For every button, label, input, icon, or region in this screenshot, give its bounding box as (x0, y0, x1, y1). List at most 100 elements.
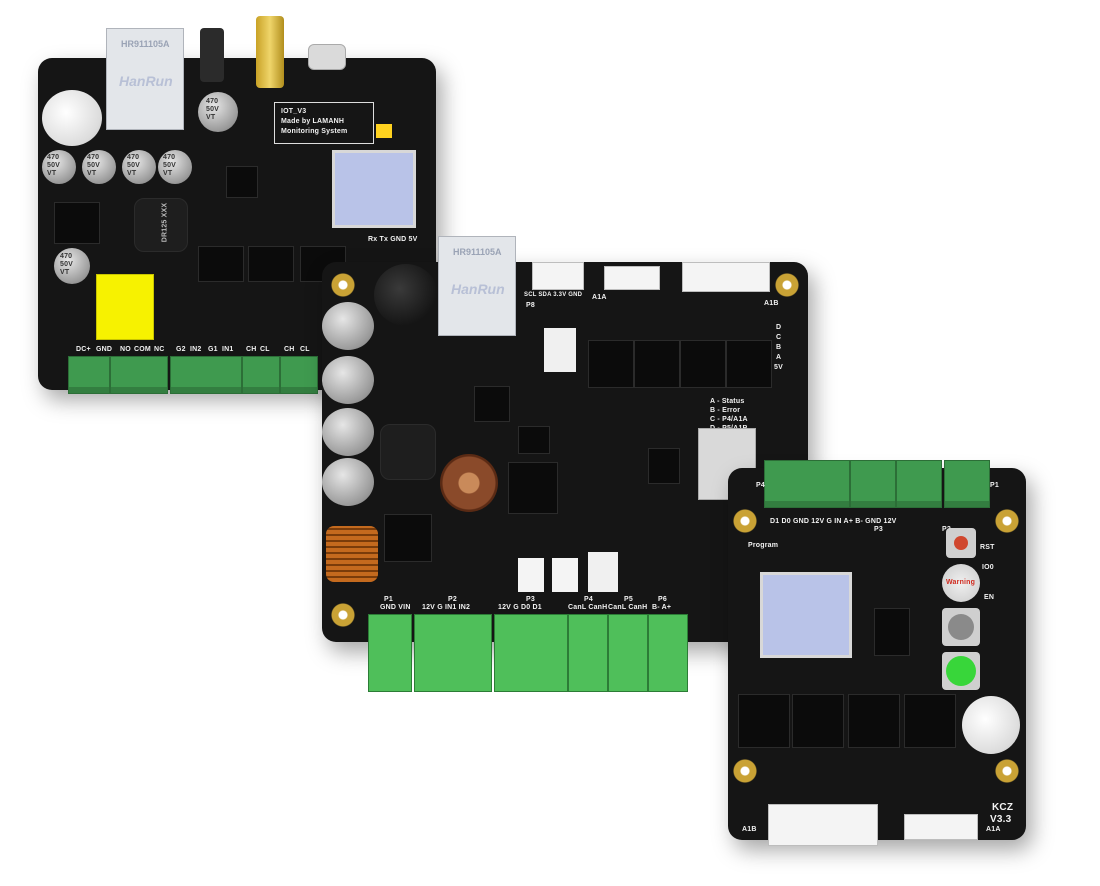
mounting-hole-br (994, 758, 1020, 784)
power-inductor (380, 424, 436, 480)
terminal-label-ch-2: CH (284, 346, 295, 353)
ethernet-model-label: HR911105A (453, 247, 502, 257)
terminal-label-no: NO (120, 346, 131, 353)
header-p8-label: P8 (526, 302, 535, 309)
label-rst: RST (980, 544, 995, 551)
label-io0: IO0 (982, 564, 994, 571)
ethernet-brand-label: HanRun (451, 281, 505, 297)
module-relay (588, 552, 618, 592)
group-p5-id: P5 (624, 596, 633, 603)
connector-a1b (682, 262, 770, 292)
pcb-board-main: HR911105A HanRun SCL SDA 3.3V GND P8 A1A… (322, 236, 808, 692)
title-line-2: Made by LAMANH (281, 118, 345, 125)
driver-chip-1 (198, 246, 244, 282)
ethernet-jack: HR911105A HanRun (106, 28, 184, 130)
header-p8-pins: SCL SDA 3.3V GND (524, 292, 583, 298)
warning-buzzer: Warning (942, 564, 980, 602)
capacitor-1-value: 470 50V VT (47, 154, 61, 177)
capacitor-3-value: 470 50V VT (127, 154, 141, 177)
terminal-p1 (368, 614, 412, 692)
opto-chip-1 (588, 340, 634, 388)
led-label-d: D (776, 324, 782, 331)
capacitor-left-2 (322, 356, 374, 404)
driver-chip (874, 608, 910, 656)
opto-chip-3 (680, 340, 726, 388)
group-p3-pins: 12V G D0 D1 (498, 604, 542, 611)
terminal-label-dc-plus: DC+ (76, 346, 91, 353)
group-p4-pins: CanL CanH (568, 604, 608, 611)
label-p4: P4 (756, 482, 765, 489)
capacitor-3: 470 50V VT (122, 150, 156, 184)
terminal-block-inputs (170, 356, 242, 394)
buzzer-label: Warning (946, 579, 976, 586)
mounting-hole-tl (732, 508, 758, 534)
terminal-label-in2: IN2 (190, 346, 202, 353)
mounting-hole-tr (774, 272, 800, 298)
label-en: EN (984, 594, 995, 601)
chip-mid-1 (518, 426, 550, 454)
group-p1-pins: GND VIN (380, 604, 411, 611)
capacitor-small-2: 470 50V VT (54, 248, 90, 284)
led-label-5v: 5V (774, 364, 783, 371)
pin-row-labels: D1 D0 GND 12V G IN A+ B- GND 12V (770, 518, 897, 525)
mosfet-4 (904, 694, 956, 748)
uart-labels: Rx Tx GND 5V (368, 236, 418, 243)
mounting-hole-tr (994, 508, 1020, 534)
mounting-hole-tl (330, 272, 356, 298)
terminal-label-gnd: GND (96, 346, 113, 353)
capacitor-small: 470 50V VT (198, 92, 238, 132)
terminal-label-nc: NC (154, 346, 165, 353)
chip-mid-2 (508, 462, 558, 514)
connector-a1a (604, 266, 660, 290)
terminal-label-ch-1: CH (246, 346, 257, 353)
terminal-block-can-1 (242, 356, 280, 394)
terminal-p5 (608, 614, 648, 692)
pcb-board-kcz: P4 P1 D1 D0 GND 12V G IN A+ B- GND 12V P… (728, 460, 1026, 846)
terminal-block-can-2 (280, 356, 318, 394)
status-legend-b: B - Error (710, 407, 741, 414)
model-line-1: KCZ (992, 802, 1014, 813)
push-button (200, 28, 224, 82)
chip-mid-3 (648, 448, 680, 484)
relay (96, 274, 154, 340)
buzzer-white (962, 696, 1020, 754)
terminal-label-g1: G1 (208, 346, 218, 353)
capacitor-4-value: 470 50V VT (163, 154, 177, 177)
mosfet-3 (848, 694, 900, 748)
terminal-label-com: COM (134, 346, 151, 353)
terminal-p3 (850, 460, 896, 508)
group-p3-id: P3 (526, 596, 535, 603)
connector-a1b (768, 804, 878, 846)
module-small (544, 328, 576, 372)
opto-chip-4 (726, 340, 772, 388)
capacitor-1: 470 50V VT (42, 150, 76, 184)
capacitor-2-value: 470 50V VT (87, 154, 101, 177)
mounting-hole-bl (732, 758, 758, 784)
coin-cell-holder (440, 454, 498, 512)
led-label-b: B (776, 344, 782, 351)
buzzer (42, 90, 102, 146)
coil-inductor (326, 526, 378, 582)
ethernet-jack: HR911105A HanRun (438, 236, 516, 336)
header-p8 (532, 262, 584, 290)
terminal-p2 (896, 460, 942, 508)
opto-chip-2 (634, 340, 680, 388)
inductor-label: DR125 XXX (161, 202, 169, 243)
microcontroller-chip (226, 166, 258, 198)
model-line-2: V3.3 (990, 814, 1012, 825)
terminal-p3 (494, 614, 568, 692)
program-label: Program (748, 542, 779, 549)
driver-chip-2 (248, 246, 294, 282)
wifi-module (760, 572, 852, 658)
title-line-1: IOT_V3 (281, 108, 307, 115)
sma-connector (256, 16, 284, 88)
terminal-label-in1: IN1 (222, 346, 234, 353)
driver-chip (384, 514, 432, 562)
ethernet-model-label: HR911105A (121, 39, 170, 49)
terminal-label-g2: G2 (176, 346, 186, 353)
group-p2-id: P2 (448, 596, 457, 603)
connector-a1b-label: A1B (764, 300, 779, 307)
capacitor-left-4 (322, 458, 374, 506)
green-button (942, 652, 980, 690)
group-p6-pins: B- A+ (652, 604, 672, 611)
